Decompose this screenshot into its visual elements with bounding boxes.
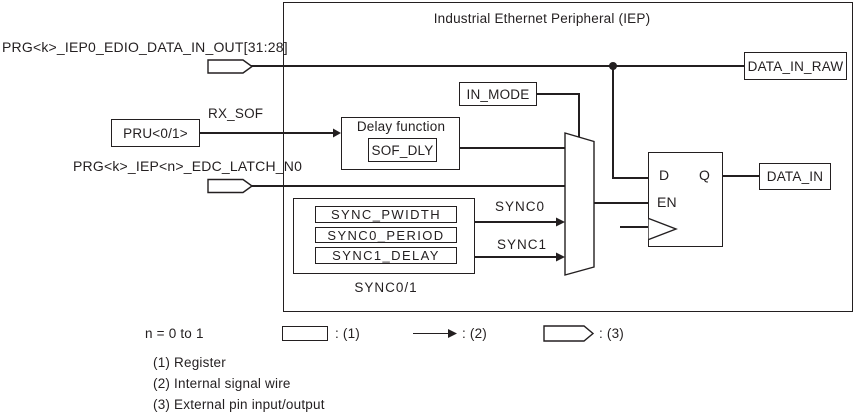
wire-edc-latch [251, 185, 565, 187]
wire-mux-to-en [593, 202, 649, 204]
pin-symbol-data-in-out [207, 59, 254, 74]
iep-boundary-box [283, 2, 853, 312]
flipflop-q-label: Q [699, 167, 711, 183]
wire-d-horizontal [612, 177, 649, 179]
sof-dly-label: SOF_DLY [371, 142, 434, 158]
legend-pin-label: : (3) [599, 326, 625, 341]
legend-item-pin: (3) External pin input/output [153, 397, 325, 412]
data-in-box: DATA_IN [759, 163, 831, 190]
wire-d-vertical [612, 66, 614, 179]
sync1-delay-register: SYNC1_DELAY [315, 247, 457, 264]
flipflop-en-label: EN [657, 194, 677, 210]
sync0-signal-label: SYNC0 [495, 199, 546, 214]
sync-pwidth-register: SYNC_PWIDTH [315, 206, 457, 223]
iep-title: Industrial Ethernet Peripheral (IEP) [433, 11, 651, 26]
sync1-delay-label: SYNC1_DELAY [332, 248, 440, 263]
wire-in-mode-v [578, 94, 580, 138]
legend-item-wire: (2) Internal signal wire [153, 376, 291, 391]
sync1-signal-label: SYNC1 [497, 237, 548, 252]
rx-sof-label: RX_SOF [208, 106, 264, 121]
wire-data-in-out [250, 65, 744, 67]
data-in-raw-label: DATA_IN_RAW [747, 58, 844, 74]
sync-pwidth-label: SYNC_PWIDTH [330, 207, 442, 222]
pru-label: PRU<0/1> [123, 125, 188, 141]
edc-latch-label: PRG<k>_IEP<n>_EDC_LATCH_N0 [73, 158, 303, 174]
wire-sync0 [474, 221, 558, 223]
data-in-out-label: PRG<k>_IEP0_EDIO_DATA_IN_OUT[31:28] [2, 39, 288, 55]
legend-register-symbol [282, 326, 328, 341]
legend-pin-symbol [543, 325, 595, 342]
legend-register-label: : (1) [335, 326, 361, 341]
sync-group-label: SYNC0/1 [354, 280, 418, 295]
legend-wire-symbol [413, 332, 450, 335]
data-in-label: DATA_IN [766, 169, 824, 184]
wire-in-mode-h [536, 93, 580, 95]
wire-sof-dly-out [459, 147, 566, 149]
delay-function-label: Delay function [356, 119, 446, 134]
wire-rx-sof [200, 132, 335, 134]
sync0-period-label: SYNC0_PERIOD [327, 227, 445, 243]
pru-box: PRU<0/1> [111, 119, 200, 147]
pin-symbol-edc-latch [207, 178, 254, 194]
wire-q-out [722, 175, 760, 177]
legend-note: n = 0 to 1 [145, 326, 204, 341]
legend-wire-label: : (2) [462, 326, 488, 341]
in-mode-label: IN_MODE [466, 86, 530, 102]
sof-dly-register: SOF_DLY [368, 138, 437, 162]
legend-item-register: (1) Register [153, 355, 226, 370]
in-mode-register: IN_MODE [459, 82, 537, 106]
sync0-period-register: SYNC0_PERIOD [315, 227, 457, 243]
wire-clock-stub [620, 226, 649, 228]
wire-sync1 [474, 256, 558, 258]
data-in-raw-box: DATA_IN_RAW [744, 52, 847, 80]
flipflop-d-label: D [659, 167, 670, 183]
